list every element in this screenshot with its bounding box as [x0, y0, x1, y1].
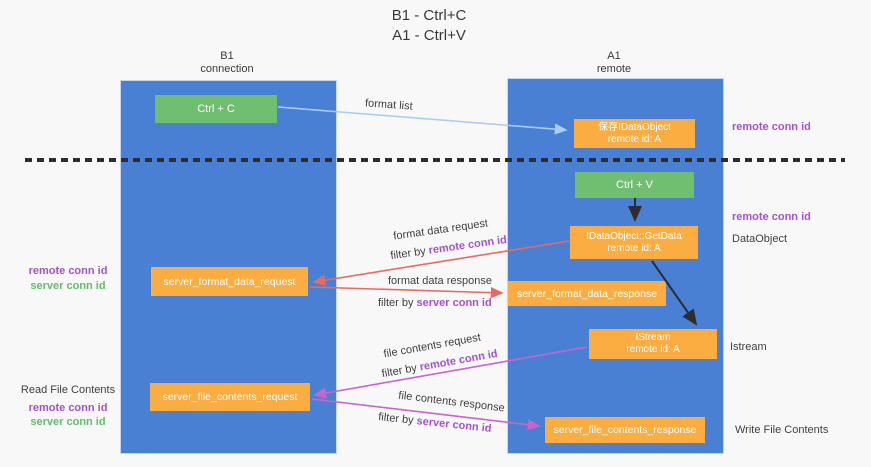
label-server-conn-left-2: server conn id	[30, 416, 106, 428]
lane-a1-role: remote	[596, 63, 632, 75]
label-format-data-response: format data response	[388, 275, 492, 287]
label-istream: Istream	[730, 341, 767, 353]
label-file-contents-response: file contents response	[397, 389, 506, 415]
title-line-2: A1 - Ctrl+V	[392, 27, 466, 44]
node-server-format-data-response-label: server_format_data_response	[516, 287, 658, 300]
node-getdata-line1: IDataObject::GetData	[586, 230, 682, 242]
node-getdata: IDataObject::GetData remote id: A	[570, 226, 698, 259]
lane-a1-name: A1	[607, 50, 621, 62]
label-remote-conn-left-2: remote conn id	[28, 402, 108, 414]
node-server-format-data-request: server_format_data_request	[151, 267, 308, 296]
lane-b1-role: connection	[200, 63, 254, 75]
label-filter-by-server-conn-2: filter by server conn id	[377, 411, 493, 435]
lane-b1-header: B1 connection	[167, 50, 287, 76]
label-filter-by-server-conn-1: filter by server conn id	[378, 297, 492, 309]
title-line-1: B1 - Ctrl+C	[391, 7, 467, 24]
arrow-format-data-response	[309, 286, 504, 299]
node-istream-line2: remote id: A	[626, 344, 680, 355]
node-server-file-contents-response: server_file_contents_response	[545, 417, 705, 443]
node-save-dataobject-line2: remote id: A	[607, 133, 662, 145]
page-title: B1 - Ctrl+C A1 - Ctrl+V	[329, 6, 529, 46]
node-ctrl-c-label: Ctrl + C	[197, 103, 235, 115]
node-ctrl-v-label: Ctrl + V	[616, 179, 653, 191]
node-ctrl-v: Ctrl + V	[575, 172, 694, 198]
node-istream: IStream remote id: A	[589, 329, 717, 359]
node-ctrl-c: Ctrl + C	[155, 95, 277, 123]
label-remote-conn-right-1: remote conn id	[732, 121, 811, 133]
node-server-file-contents-request: server_file_contents_request	[150, 383, 310, 411]
label-dataobject: DataObject	[732, 233, 788, 245]
lane-a1-header: A1 remote	[554, 50, 674, 76]
node-server-format-data-request-label: server_format_data_request	[163, 275, 296, 288]
node-server-file-contents-response-label: server_file_contents_response	[553, 424, 697, 436]
node-istream-line1: IStream	[635, 332, 671, 343]
node-save-dataobject-line1: 保存IDataObject	[598, 121, 671, 133]
separator-dashed-line	[25, 158, 845, 162]
lane-b1-name: B1	[220, 50, 234, 62]
node-getdata-line2: remote id: A	[607, 242, 661, 254]
label-server-conn-left-1: server conn id	[30, 280, 106, 292]
label-format-list: format list	[364, 97, 414, 113]
node-server-file-contents-request-label: server_file_contents_request	[162, 391, 298, 403]
label-write-file-contents: Write File Contents	[735, 424, 829, 436]
label-remote-conn-left-1: remote conn id	[28, 265, 108, 277]
node-save-dataobject: 保存IDataObject remote id: A	[574, 119, 695, 148]
label-read-file-contents: Read File Contents	[20, 384, 116, 396]
node-server-format-data-response: server_format_data_response	[508, 281, 666, 306]
label-remote-conn-right-2: remote conn id	[732, 211, 811, 223]
